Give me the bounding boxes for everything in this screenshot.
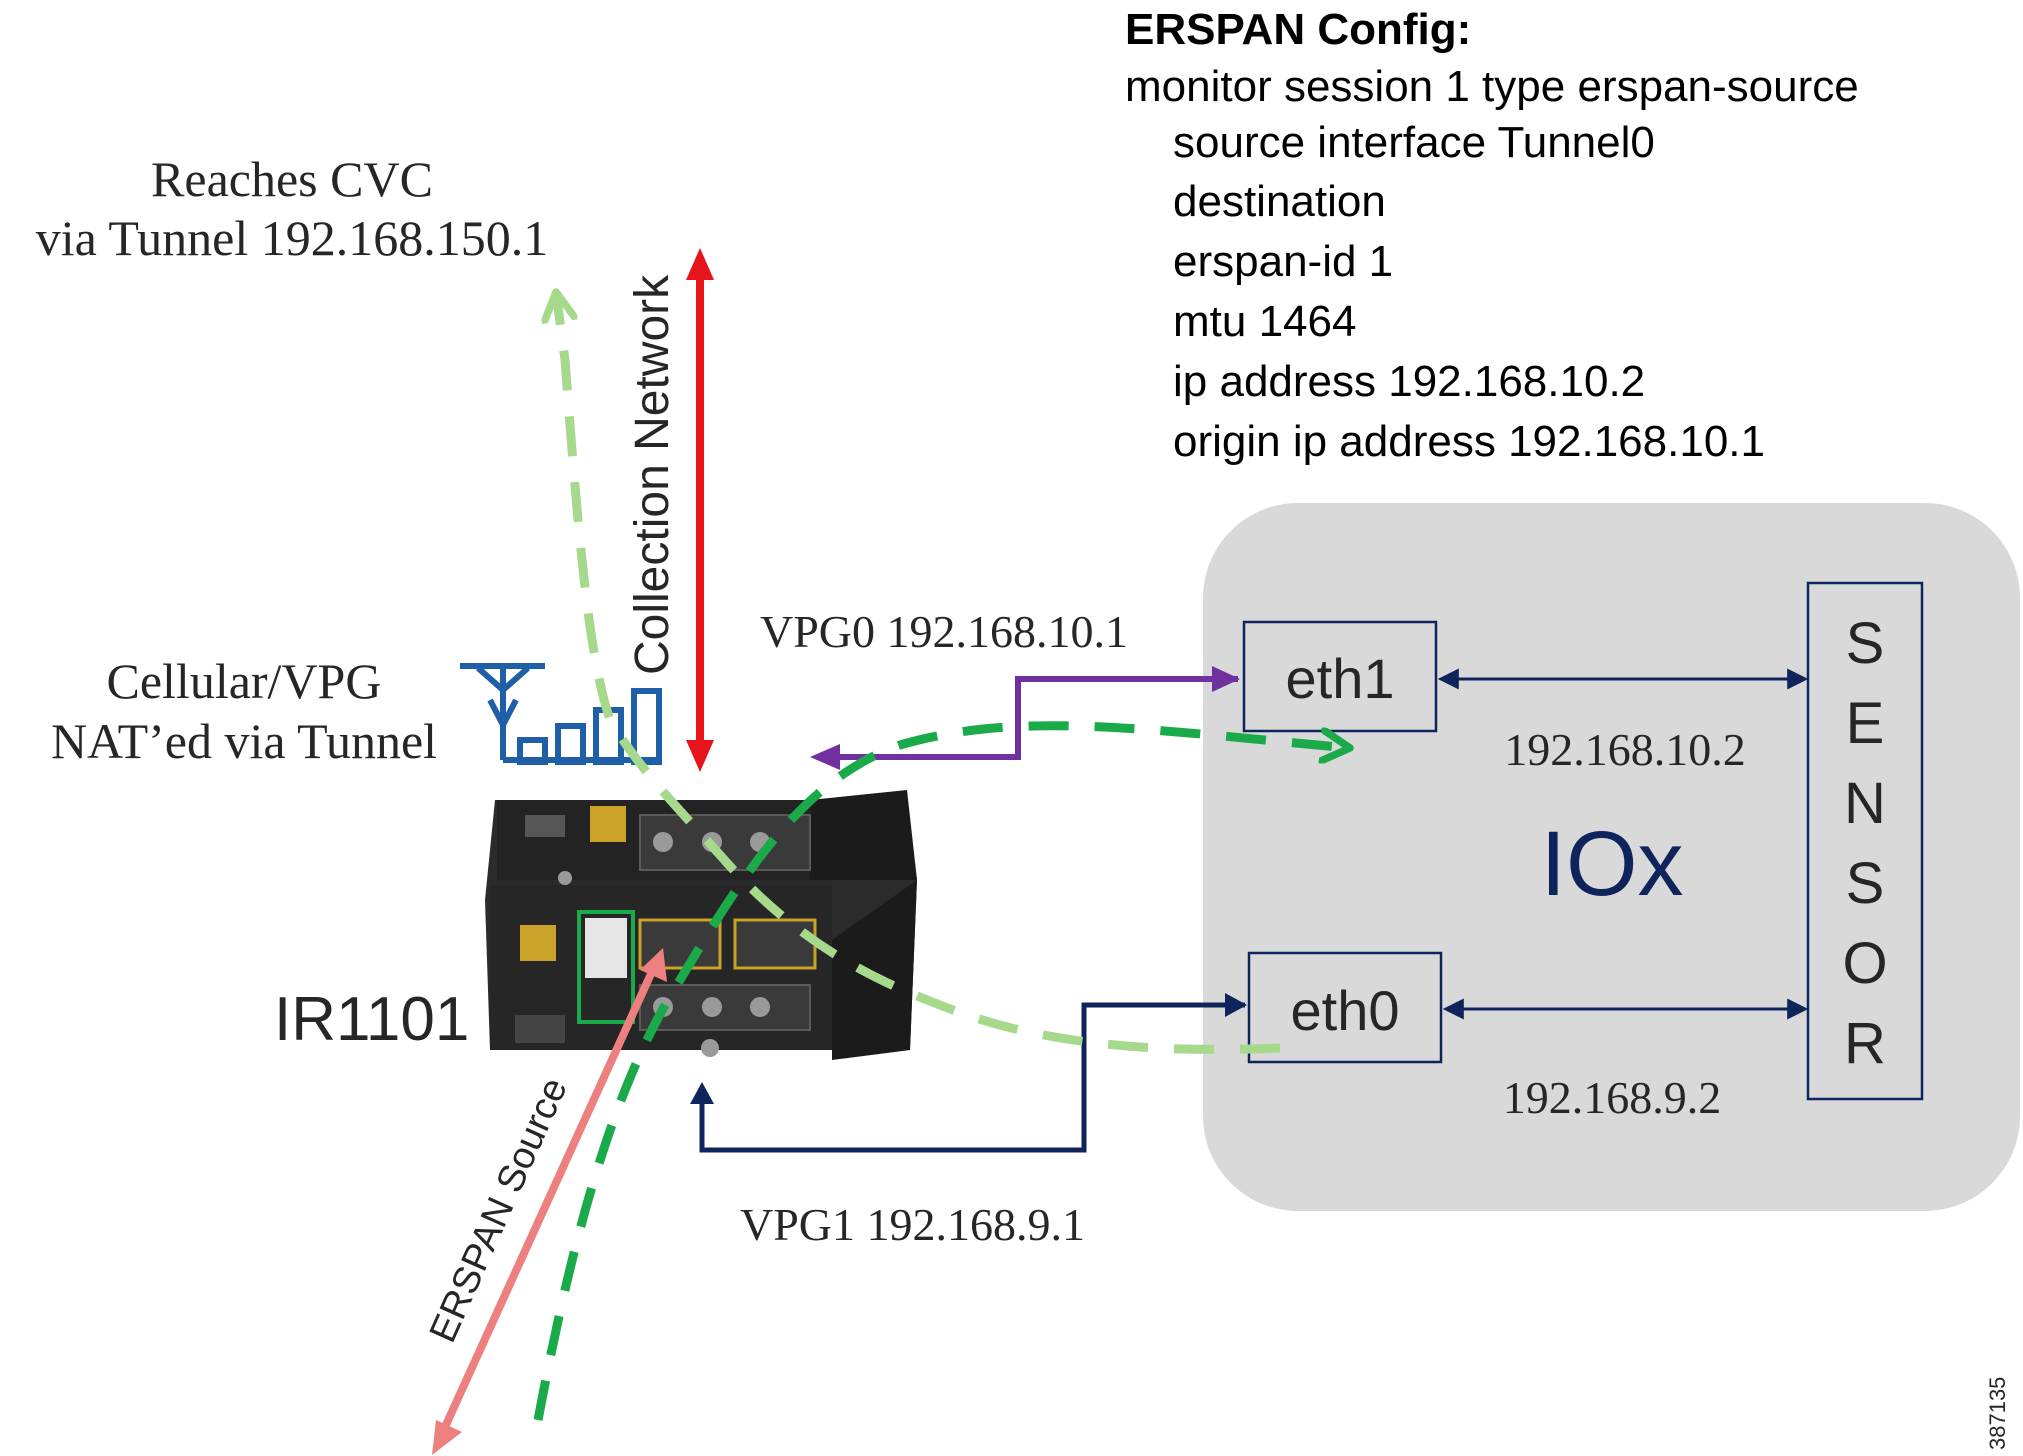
config-line-erspan-id: erspan-id 1 bbox=[1173, 237, 1393, 286]
config-line-monitor-session: monitor session 1 type erspan-source bbox=[1125, 62, 1859, 111]
erspan-arrowhead-source bbox=[432, 1420, 462, 1455]
router-label: IR1101 bbox=[274, 985, 469, 1054]
sensor-box bbox=[1806, 581, 1924, 1101]
eth1-label: eth1 bbox=[1286, 647, 1395, 710]
erspan-tunnel-path bbox=[533, 721, 1350, 1421]
config-line-ip-address: ip address 192.168.10.2 bbox=[1173, 357, 1645, 406]
figure-id: 387135 bbox=[1985, 1377, 2010, 1450]
config-title: ERSPAN Config: bbox=[1125, 5, 1471, 54]
sensor-letter-n: N bbox=[1844, 771, 1886, 836]
config-line-mtu: mtu 1464 bbox=[1173, 297, 1356, 346]
eth0-label: eth0 bbox=[1291, 979, 1400, 1042]
eth0-box bbox=[1247, 951, 1443, 1064]
collection-arrowhead-top bbox=[686, 248, 714, 280]
collection-arrowhead-bottom bbox=[686, 740, 714, 772]
erspan-arrowhead-router bbox=[640, 948, 667, 982]
iox-label: IOx bbox=[1540, 813, 1683, 915]
config-line-origin-ip: origin ip address 192.168.10.1 bbox=[1173, 417, 1765, 466]
sensor-letter-s: S bbox=[1846, 611, 1885, 676]
vpg1-connector-line bbox=[699, 1002, 1245, 1153]
eth1-ip-label: 192.168.10.2 bbox=[1504, 724, 1746, 775]
ir1101-router-image bbox=[485, 790, 917, 1060]
eth0-ip-label: 192.168.9.2 bbox=[1503, 1072, 1722, 1123]
cellular-label-line1: Cellular/VPG bbox=[107, 653, 382, 709]
sensor-letter-e: E bbox=[1846, 691, 1885, 756]
iox-container bbox=[1203, 503, 2020, 1211]
cvc-label-line1: Reaches CVC bbox=[151, 151, 433, 207]
config-line-destination: destination bbox=[1173, 177, 1386, 226]
sensor-letter-o: O bbox=[1842, 931, 1887, 996]
vpg0-connector-line bbox=[822, 676, 1238, 760]
config-line-source-interface: source interface Tunnel0 bbox=[1173, 118, 1655, 167]
collection-network-label: Collection Network bbox=[626, 274, 679, 675]
vpg1-label: VPG1 192.168.9.1 bbox=[740, 1199, 1085, 1250]
cellular-label-line2: NAT’ed via Tunnel bbox=[51, 713, 437, 769]
sensor-letter-r: R bbox=[1844, 1011, 1886, 1076]
cvc-tunnel-path bbox=[556, 292, 1281, 1054]
vpg0-label: VPG0 192.168.10.1 bbox=[760, 606, 1128, 657]
erspan-source-arrow bbox=[436, 963, 659, 1440]
vpg0-arrowhead-eth1 bbox=[1212, 666, 1240, 692]
vpg1-arrowhead-eth0 bbox=[1225, 993, 1247, 1017]
cvc-label-line2: via Tunnel 192.168.150.1 bbox=[36, 210, 549, 266]
vpg0-arrowhead-router bbox=[810, 744, 840, 770]
sensor-letter-s2: S bbox=[1846, 851, 1885, 916]
vpg1-arrowhead-router bbox=[690, 1082, 714, 1104]
